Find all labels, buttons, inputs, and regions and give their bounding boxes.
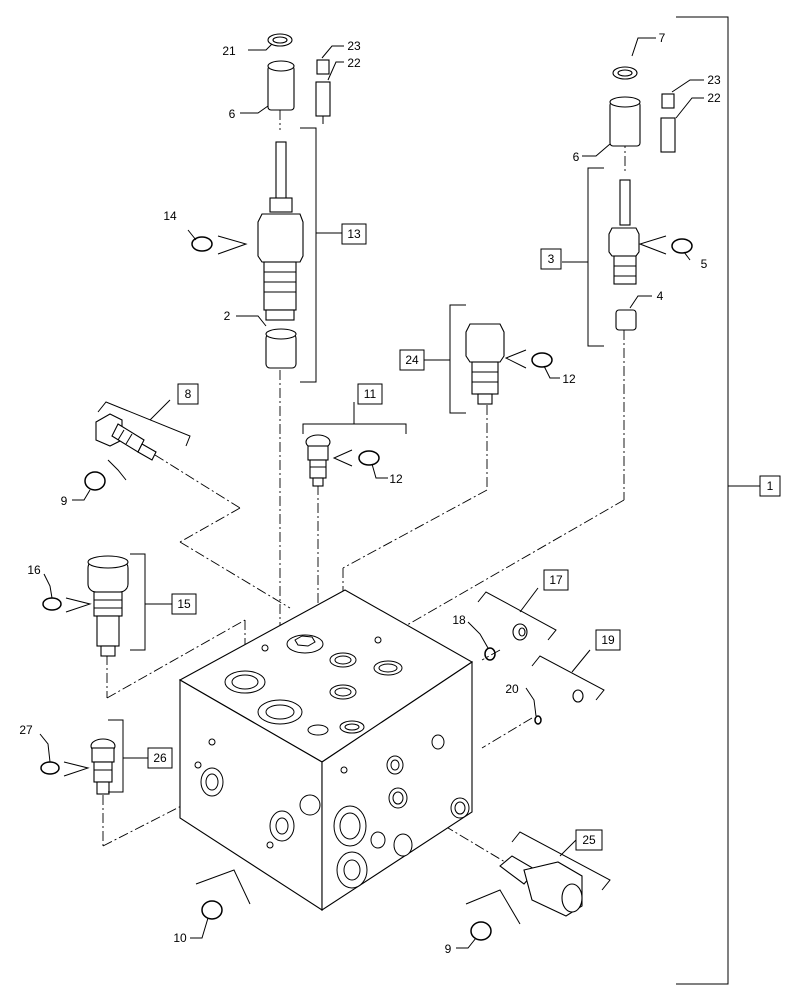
cartridge-8 [95,413,157,461]
callout-4: 4 [657,289,664,303]
callout-11: 11 [357,383,383,405]
svg-text:19: 19 [601,633,615,647]
callout-6-left: 6 [229,107,236,121]
svg-text:1: 1 [767,479,774,493]
callout-6-right: 6 [573,150,580,164]
callout-17: 17 [543,569,569,591]
callout-16: 16 [27,563,41,577]
cartridge-15 [87,555,129,657]
callout-22-left: 22 [347,56,361,70]
callout-23-left: 23 [347,39,361,53]
callout-3: 3 [540,248,562,270]
svg-text:17: 17 [549,573,563,587]
callout-12-right: 12 [562,372,576,386]
assembly-bracket [676,16,760,985]
callout-22-right: 22 [707,91,721,105]
callout-27: 27 [19,723,33,737]
svg-text:11: 11 [364,387,377,401]
svg-text:26: 26 [153,751,167,765]
callout-9-left: 9 [61,494,68,508]
callout-5: 5 [701,257,708,271]
callout-2: 2 [224,309,231,323]
svg-text:25: 25 [582,833,596,847]
solenoid-cartridge-left [257,33,331,369]
callout-9-right: 9 [445,942,452,956]
svg-text:8: 8 [185,387,192,401]
o-rings [40,236,693,941]
leader-lines [39,37,704,949]
cartridge-11 [305,434,331,487]
solenoid-cartridge-right [608,66,676,331]
callout-13: 13 [341,223,367,245]
callout-24: 24 [399,349,425,371]
svg-text:3: 3 [548,252,555,266]
plug-19 [572,689,584,703]
callout-21: 21 [222,44,236,58]
callout-25: 25 [575,829,603,851]
callout-10: 10 [173,931,187,945]
svg-text:13: 13 [347,227,361,241]
callout-20: 20 [505,682,519,696]
callout-8: 8 [177,383,199,405]
callout-12-center: 12 [389,472,403,486]
cartridge-24 [465,323,505,405]
plug-17 [512,623,528,641]
cartridge-26 [90,738,116,795]
callout-18: 18 [452,613,466,627]
callout-19: 19 [595,629,621,651]
callout-14: 14 [163,209,177,223]
manifold-block [178,589,474,912]
callout-23-right: 23 [707,73,721,87]
svg-text:24: 24 [405,353,419,367]
callout-1: 1 [759,475,781,497]
callout-15: 15 [171,593,197,615]
callout-26: 26 [147,747,173,769]
svg-text:15: 15 [177,597,191,611]
cartridge-25 [499,855,583,917]
callout-7: 7 [659,31,666,45]
